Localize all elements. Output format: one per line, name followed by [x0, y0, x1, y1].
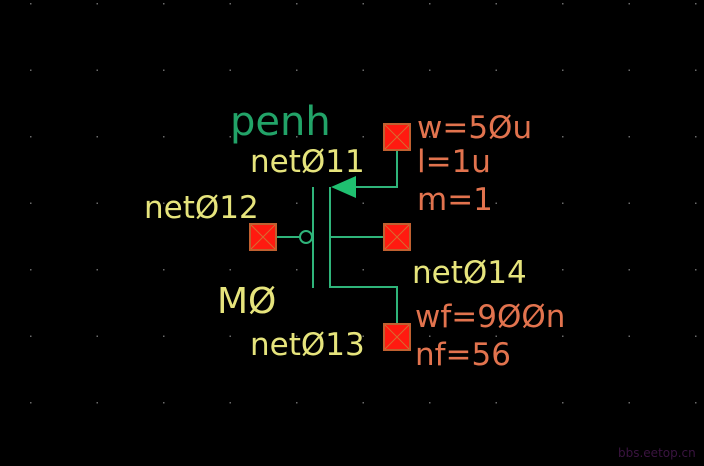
drain-wire[interactable]	[356, 150, 398, 188]
bulk-net-label: netØ14	[412, 255, 527, 291]
pin-drain[interactable]	[383, 123, 411, 151]
pin-source[interactable]	[383, 323, 411, 351]
cell-name-label: penh	[230, 99, 331, 145]
param-m: m=1	[417, 182, 493, 218]
pin-gate[interactable]	[249, 223, 277, 251]
pmos-transistor-symbol[interactable]	[276, 150, 398, 324]
param-nf: nf=56	[415, 337, 511, 373]
watermark: bbs.eetop.cn	[618, 446, 696, 460]
param-wf: wf=9ØØn	[415, 299, 565, 335]
inversion-bubble-icon	[299, 230, 313, 244]
arrow-icon	[331, 176, 356, 198]
pin-bulk[interactable]	[383, 223, 411, 251]
instance-name-label: MØ	[217, 281, 276, 322]
param-w: w=5Øu	[417, 110, 532, 146]
source-wire[interactable]	[330, 286, 398, 324]
drain-net-label: netØ11	[250, 144, 365, 180]
param-l: l=1u	[417, 144, 491, 180]
gate-net-label: netØ12	[144, 190, 259, 226]
source-net-label: netØ13	[250, 327, 365, 363]
